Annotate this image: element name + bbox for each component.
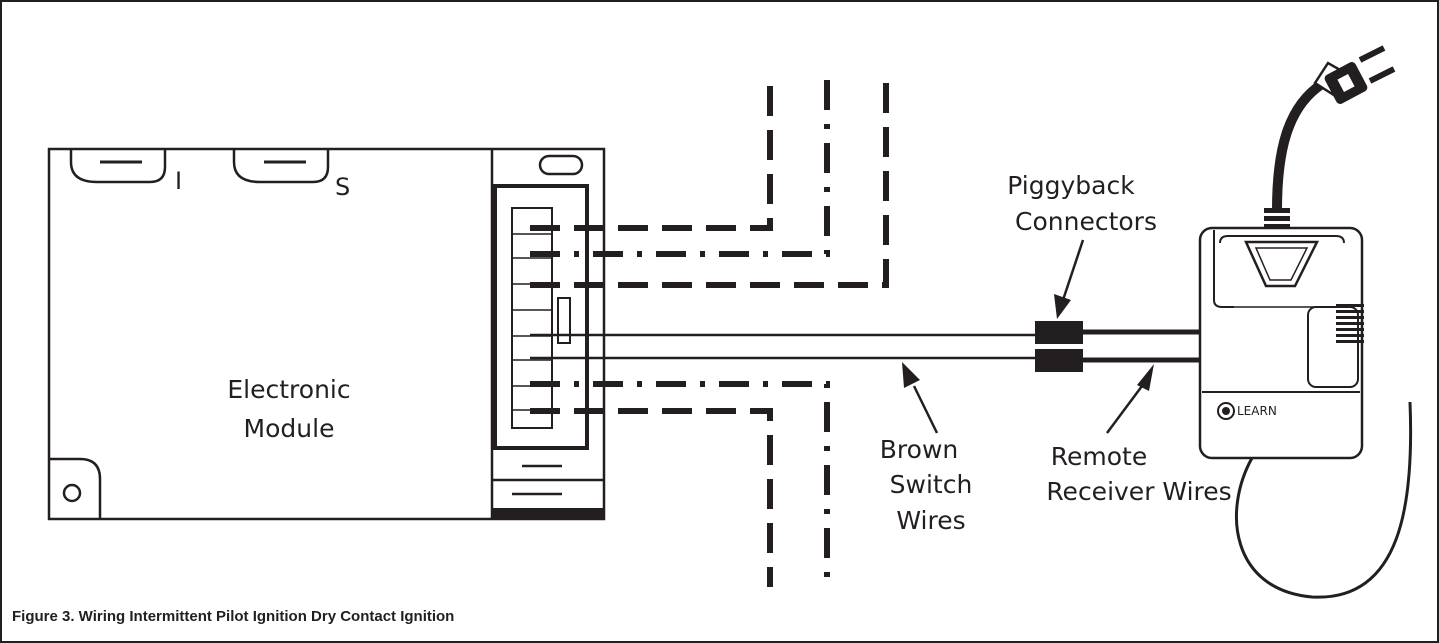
piggyback-connector-top [1035,321,1083,344]
module-base-bar [492,508,604,519]
power-cord [1272,79,1325,211]
arrowhead-brown [902,362,920,388]
remote-label-line1: Remote [1051,442,1147,471]
antenna-wire [1234,401,1413,599]
dashed-wires [530,74,889,587]
module-label-line1: Electronic [227,375,350,404]
strain-relief [1264,208,1290,229]
brown-label-line1: Brown [880,435,958,464]
terminal-tab-i [69,149,167,184]
terminal-label-s: S [335,173,350,201]
arrowhead-remote [1137,364,1154,391]
piggyback-label-line2: Connectors [1015,207,1157,236]
electronic-module [47,147,606,521]
figure-caption: Figure 3. Wiring Intermittent Pilot Igni… [12,608,455,625]
receiver-vent-grille [1336,304,1364,343]
plug-icon [1313,45,1396,104]
arrowhead-piggyback [1054,294,1071,319]
piggyback-label-line1: Piggyback [1007,171,1135,200]
learn-button-icon [1222,407,1230,415]
brown-label-line2: Switch [890,470,973,499]
terminal-tab-s [232,149,330,184]
mount-hole [62,483,82,503]
terminal-label-i: I [175,167,182,195]
brown-switch-wires [530,333,1047,360]
remote-label-line2: Receiver Wires [1046,477,1231,506]
remote-receiver [1198,226,1364,460]
pointer-arrows [912,239,1144,434]
wiring-diagram: I S Electronic Module [47,45,1413,599]
piggyback-connector-bottom [1035,349,1083,372]
mount-corner [49,457,102,519]
module-slot [538,154,584,176]
module-label-line2: Module [244,414,335,443]
brown-label-line3: Wires [896,506,965,535]
remote-receiver-wires [1083,329,1202,363]
learn-label: LEARN [1237,404,1277,418]
